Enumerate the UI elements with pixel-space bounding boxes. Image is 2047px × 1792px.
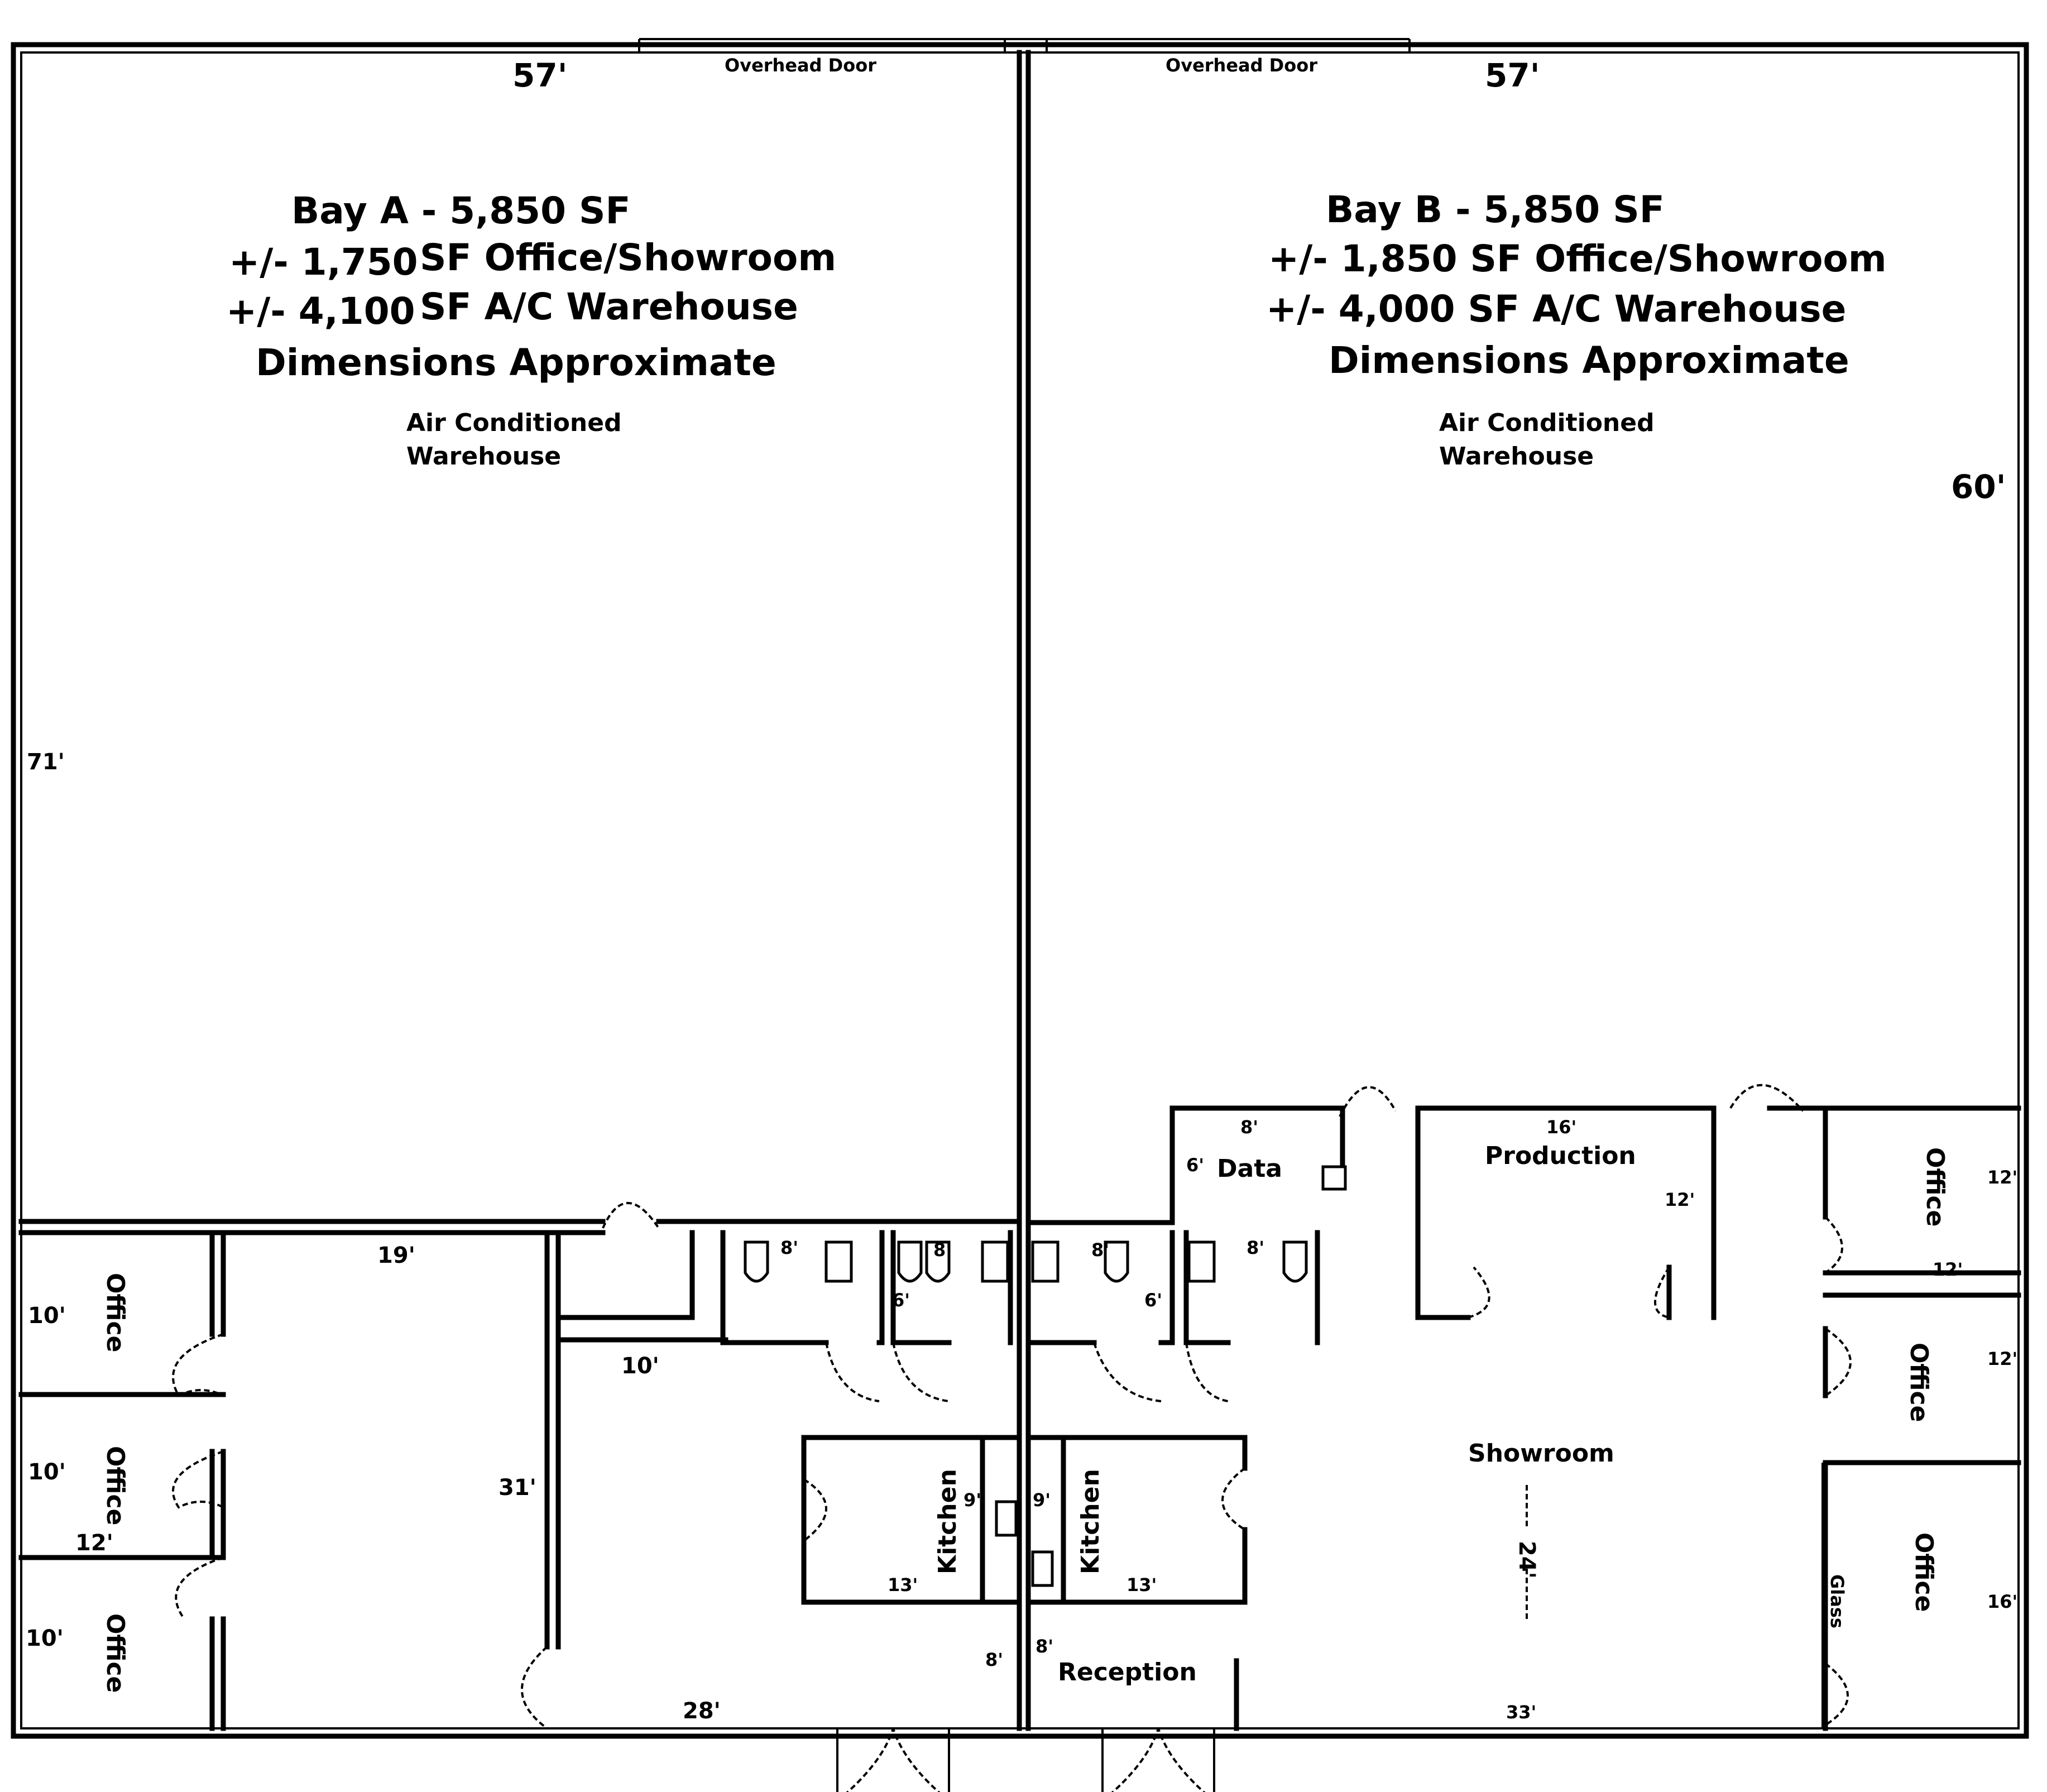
bay-a-warehouse-text: SF A/C Warehouse [420, 285, 798, 328]
bay-b-bath-2-dim: 8' [1247, 1237, 1264, 1258]
bay-b-reception-dim: 8' [1036, 1636, 1053, 1657]
bay-b-labels: 57' Overhead Door Bay B - 5,850 SF +/- 1… [1166, 55, 2006, 506]
bay-b-kitchen-width: 9' [1033, 1489, 1051, 1511]
bay-a-dimensions-note: Dimensions Approximate [256, 341, 776, 384]
bay-a-kitchen-length: 13' [888, 1574, 918, 1595]
bay-a-entry-dim: 8' [985, 1649, 1003, 1670]
bay-b-kitchen-length: 13' [1126, 1574, 1157, 1595]
bay-a-top-width: 57' [512, 56, 567, 94]
bay-b-production-depth: 12' [1665, 1189, 1695, 1210]
bay-a-office-2-dim: 10' [28, 1459, 66, 1485]
bay-a-corridor-width: 19' [377, 1243, 415, 1268]
bay-b-reception-label: Reception [1058, 1658, 1197, 1686]
bay-b-office-1-dim: 12' [1987, 1167, 2017, 1188]
bay-b-bath-depth: 6' [1144, 1290, 1162, 1311]
bay-a-ac-line1: Air Conditioned [406, 409, 622, 437]
bay-b-overhead-door: Overhead Door [1166, 55, 1317, 76]
bay-a-bath-depth: 6' [892, 1290, 910, 1311]
bay-b-office-walls [1025, 1105, 2021, 1731]
bay-b-office-3-dim: 16' [1987, 1591, 2017, 1612]
bay-b-office-1-width: 12' [1933, 1259, 1963, 1280]
bay-a-bath-2-dim: 8' [933, 1239, 951, 1261]
bay-b-office-3-label: Office [1910, 1532, 1938, 1612]
fixtures [744, 1165, 1347, 1587]
bay-b-office-line: +/- 1,850 SF Office/Showroom [1268, 237, 1887, 280]
bay-b-showroom-label: Showroom [1468, 1439, 1614, 1468]
bay-a-front-width: 28' [683, 1698, 721, 1724]
bay-b-data-depth: 6' [1186, 1154, 1204, 1176]
bay-b-data-label: Data [1217, 1154, 1282, 1183]
bay-b-dimensions-note: Dimensions Approximate [1329, 339, 1849, 382]
bay-a-office-2-width: 12' [75, 1530, 113, 1556]
bay-a-kitchen-width: 9' [963, 1489, 981, 1511]
bay-b-depth: 60' [1951, 468, 2006, 506]
bay-b-office-2-label: Office [1905, 1343, 1933, 1422]
bay-a-office-2-label: Office [101, 1446, 130, 1525]
bay-b-production-label: Production [1485, 1142, 1636, 1170]
bay-a-office-3-label: Office [101, 1613, 130, 1693]
bay-b-ac-line2: Warehouse [1439, 442, 1594, 471]
bay-a-title: Bay A - 5,850 SF [291, 189, 631, 232]
bay-b-production-width: 16' [1546, 1117, 1576, 1138]
bay-b-office-1-label: Office [1921, 1147, 1949, 1226]
bay-a-ac-line2: Warehouse [406, 442, 561, 471]
bay-b-top-width: 57' [1485, 56, 1540, 94]
entry-doors [836, 1727, 1215, 1792]
bay-b-title: Bay B - 5,850 SF [1326, 188, 1665, 231]
bay-a-office-1-dim: 10' [28, 1303, 66, 1329]
bay-a-office-prefix: +/- 1,750 [229, 241, 418, 284]
bay-b-room-labels: 8' 8' 6' Data 8' 6' Production 16' 12' K… [1033, 1117, 2017, 1723]
bay-b-showroom-width: 33' [1506, 1702, 1536, 1723]
bay-b-data-width: 8' [1240, 1117, 1258, 1138]
bay-b-bath-1-dim: 8' [1091, 1239, 1109, 1261]
bay-b-warehouse-line: +/- 4,000 SF A/C Warehouse [1266, 288, 1846, 330]
bay-a-office-text: SF Office/Showroom [420, 236, 836, 279]
bay-a-office-3-dim: 10' [26, 1626, 64, 1651]
bay-a-depth: 71' [27, 749, 65, 775]
bay-a-bath-1-dim: 8' [780, 1237, 798, 1258]
bay-b-glass-label: Glass [1827, 1574, 1848, 1628]
bay-a-kitchen-label: Kitchen [933, 1469, 962, 1574]
bay-a-labels: 57' Overhead Door Bay A - 5,850 SF +/- 1… [27, 55, 876, 775]
bay-b-kitchen-label: Kitchen [1076, 1469, 1105, 1574]
bay-a-corridor-length: 31' [498, 1475, 536, 1501]
bay-a-office-1-label: Office [101, 1273, 130, 1352]
bay-a-room-labels: Office 10' Office 10' 12' Office 10' 19'… [26, 1237, 1003, 1724]
bay-a-warehouse-prefix: +/- 4,100 [226, 290, 415, 333]
bay-a-hall-width: 10' [621, 1353, 659, 1379]
bay-b-ac-line1: Air Conditioned [1439, 409, 1655, 437]
bay-a-overhead-door: Overhead Door [725, 55, 876, 76]
demising-wall [1017, 50, 1031, 1731]
bay-a-office-walls [18, 1219, 1022, 1731]
bay-b-office-2-dim: 12' [1987, 1348, 2017, 1369]
door-swings [172, 1084, 1852, 1729]
